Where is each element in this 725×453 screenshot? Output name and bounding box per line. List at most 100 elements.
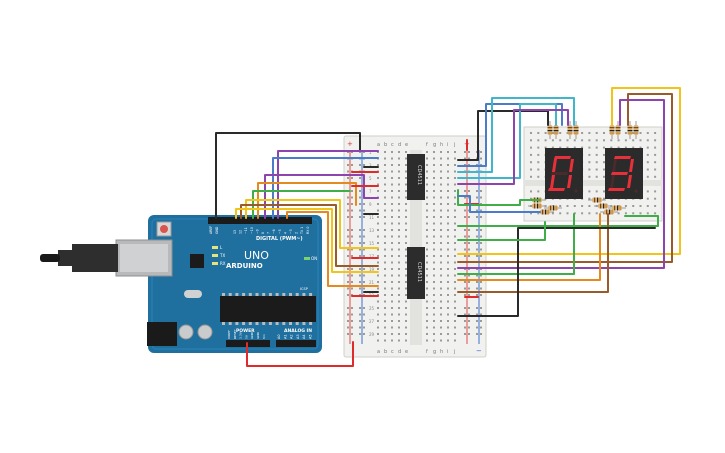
svg-text:i: i	[447, 349, 448, 355]
arduino-analog-label: ANALOG IN	[284, 328, 312, 334]
segment-b	[629, 159, 634, 172]
svg-text:f: f	[426, 349, 428, 355]
wire-seg-green-1	[457, 189, 541, 206]
segment-g	[551, 172, 568, 175]
segment-e	[550, 175, 555, 188]
analog-pin-label: A5	[309, 334, 313, 339]
arduino-logo-text: ARDUINO	[226, 262, 263, 270]
breadboard-col-labels-bottom: a b c d e f g h i j	[377, 349, 455, 355]
breadboard-row-number: 25	[369, 306, 375, 311]
wire-seg-black-2	[457, 227, 656, 317]
digital-pin-label: 2	[295, 232, 299, 234]
svg-text:j: j	[453, 349, 455, 355]
wire-seg-purple-1	[457, 109, 569, 185]
segment-b	[569, 159, 574, 172]
wire-d2-orange	[286, 211, 379, 287]
analog-pin-label: A0	[277, 334, 281, 339]
arduino-power-label: POWER	[236, 328, 255, 334]
breadboard-row-number: 1	[369, 150, 372, 155]
svg-text:b: b	[384, 349, 387, 355]
wire-seg-orange-1	[457, 213, 601, 281]
power-pin-label: RESET	[233, 329, 237, 339]
breadboard-row-number: 3	[369, 163, 372, 168]
breadboard: a b c d e f g h i j a b c d e f g h i j …	[343, 135, 487, 358]
svg-text:e: e	[405, 142, 408, 148]
svg-text:g: g	[433, 142, 436, 148]
breadboard-col-labels-top: a b c d e f g h i j	[377, 142, 455, 148]
segment-c	[627, 175, 632, 188]
power-pin-label: 3.3V	[239, 331, 243, 339]
segment-d	[548, 188, 565, 191]
digital-pin-label: TX 1	[300, 227, 304, 235]
segment-dp	[634, 189, 638, 193]
wire-seg-brown-2	[457, 213, 609, 293]
analog-pin-label: A3	[296, 334, 300, 339]
svg-text:c: c	[391, 142, 394, 148]
arduino-icsp-label: ICSP	[300, 287, 308, 291]
wire-seg-cyan-1	[457, 97, 575, 173]
digital-pin-label: 8	[261, 232, 265, 234]
display-1-digit: 0	[0, 0, 1, 1]
breadboard-row-number: 5	[369, 176, 372, 181]
svg-text:h: h	[440, 349, 443, 355]
svg-text:f: f	[426, 142, 428, 148]
arduino-digital-label: DIGITAL (PWM~)	[256, 236, 303, 242]
svg-text:a: a	[377, 142, 380, 148]
svg-text:c: c	[391, 349, 394, 355]
power-pin-label: GND	[250, 331, 254, 339]
svg-text:i: i	[447, 142, 448, 148]
svg-text:h: h	[440, 142, 443, 148]
wire-seg-green-4	[457, 221, 546, 241]
wires	[215, 87, 681, 367]
display-2-digit: 3	[0, 0, 1, 1]
breadboard-row-number: 19	[369, 267, 375, 272]
analog-pin-label: A2	[290, 334, 294, 339]
decoder-chip-bottom: CD4511	[407, 247, 425, 299]
svg-text:b: b	[384, 142, 387, 148]
aref-label: AREF	[209, 226, 213, 234]
chip-bottom-label: CD4511	[416, 262, 422, 282]
seven-segment-display-2	[605, 148, 643, 199]
wire-d10-purple	[277, 150, 379, 219]
digital-pin-label: ~10	[250, 227, 254, 234]
breadboard-row-number: 9	[369, 202, 372, 207]
segment-a	[614, 156, 631, 159]
breadboard-row-number: 29	[369, 332, 375, 337]
svg-text:g: g	[433, 349, 436, 355]
digital-pin-label: 4	[283, 232, 287, 234]
breadboard-row-number: 13	[369, 228, 375, 233]
wire-seg-yellow-1	[457, 87, 681, 255]
wire-seg-green-2	[457, 215, 659, 227]
svg-text:d: d	[398, 349, 401, 355]
rail-minus-right: −	[476, 347, 482, 355]
digital-pin-label: ~9	[255, 229, 259, 234]
seven-segment-display-1	[545, 148, 583, 199]
breadboard-row-number: 7	[369, 189, 372, 194]
segment-e	[610, 175, 615, 188]
segment-g	[611, 172, 628, 175]
segment-dp	[574, 189, 578, 193]
digital-pin-label: 12	[239, 230, 243, 234]
digital-pin-label: ~5	[278, 229, 282, 234]
power-pin-label: 5V	[244, 334, 248, 339]
arduino-model-text: UNO	[244, 249, 269, 262]
gnd-label: GND	[215, 226, 219, 234]
analog-pin-label: A1	[283, 334, 287, 339]
arduino-uno-board: ARDUINO UNO DIGITAL (PWM~) POWER ANALOG …	[40, 215, 322, 353]
digital-pin-label: 13	[233, 230, 237, 234]
wire-seg-black-1	[457, 110, 549, 161]
digital-pin-label: 7	[267, 232, 271, 234]
wire-gnd-black	[215, 132, 361, 219]
breadboard-row-number: 17	[369, 254, 375, 259]
segment-f	[612, 159, 617, 172]
segment-f	[552, 159, 557, 172]
arduino-rx-label: RX	[220, 261, 226, 266]
power-pin-label: GND	[256, 331, 260, 339]
decoder-chip-top: CD4511	[407, 154, 425, 200]
wire-d9-blue	[272, 157, 379, 219]
svg-text:a: a	[377, 349, 380, 355]
wire-seg-blue-2	[457, 195, 541, 213]
